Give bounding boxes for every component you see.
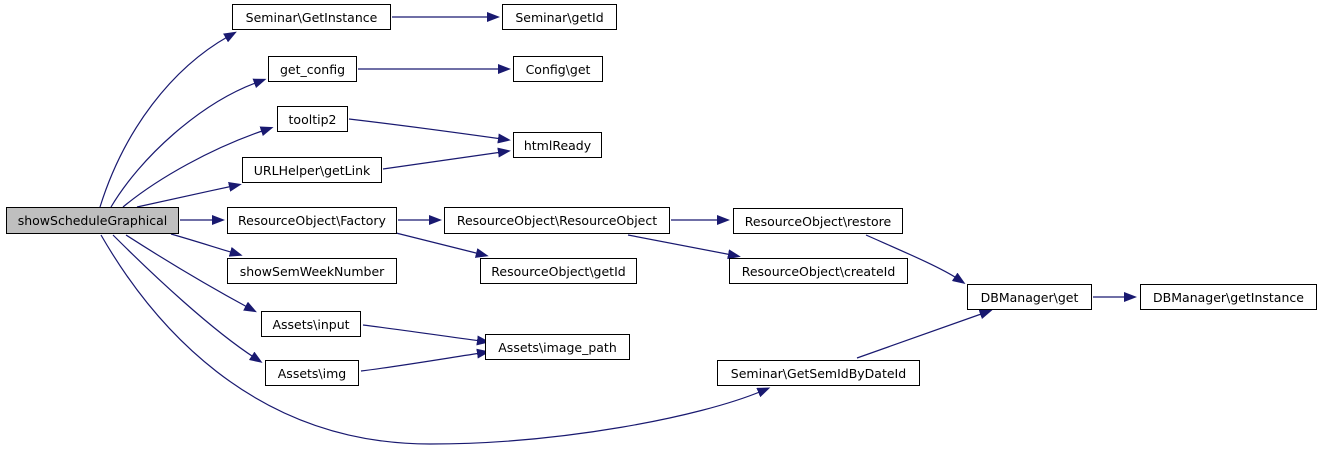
node-resourceobject-getid[interactable]: ResourceObject\getId [480,258,637,284]
edge-tooltip2-to-htmlready [348,118,511,144]
node-dbmanager-get[interactable]: DBManager\get [967,284,1092,310]
edge-show-to-seminar-getsemidbydateid [100,234,771,445]
node-seminar-getinstance[interactable]: Seminar\GetInstance [232,4,391,30]
node-seminar-getid[interactable]: Seminar\getId [502,4,617,30]
node-resourceobject-createid[interactable]: ResourceObject\createId [729,258,908,284]
node-resourceobject-factory[interactable]: ResourceObject\Factory [227,207,397,234]
node-showschedulegraphical: showScheduleGraphical [6,207,179,234]
node-urlhelper-getlink[interactable]: URLHelper\getLink [242,157,382,183]
node-resourceobject-resourceobject[interactable]: ResourceObject\ResourceObject [444,207,670,234]
edge-assets-img-to-image-path [360,348,490,372]
node-assets-img[interactable]: Assets\img [265,360,359,386]
node-assets-image-path[interactable]: Assets\image_path [485,334,630,360]
edge-show-to-get-config [110,78,267,208]
node-showsemweeknumber[interactable]: showSemWeekNumber [227,258,397,284]
node-seminar-getsemidbydateid[interactable]: Seminar\GetSemIdByDateId [717,360,920,386]
node-tooltip2[interactable]: tooltip2 [277,106,348,132]
edge-show-to-showsemweeknumber [170,233,243,257]
edge-show-to-seminar-getinstance [99,31,237,208]
node-dbmanager-getinstance[interactable]: DBManager\getInstance [1140,284,1317,310]
edge-show-to-assets-img [112,234,263,363]
edge-show-to-assets-input [125,234,257,313]
edge-ro-factory-to-ro-getid [395,232,489,258]
edge-show-to-tooltip2 [122,126,274,208]
edge-assets-input-to-image-path [362,324,490,346]
node-get-config[interactable]: get_config [268,56,357,82]
node-config-get[interactable]: Config\get [513,56,603,82]
edge-urlhelper-to-htmlready [382,147,511,170]
edge-getsemidbydateid-to-dbmanager-get [856,309,993,359]
edge-show-to-urlhelper-getlink [136,181,242,208]
node-htmlready[interactable]: htmlReady [513,132,602,158]
node-assets-input[interactable]: Assets\input [261,311,361,337]
edge-ro-resourceobject-to-ro-createid [627,234,741,260]
node-resourceobject-restore[interactable]: ResourceObject\restore [733,208,903,234]
edge-ro-restore-to-dbmanager-get [865,234,966,284]
